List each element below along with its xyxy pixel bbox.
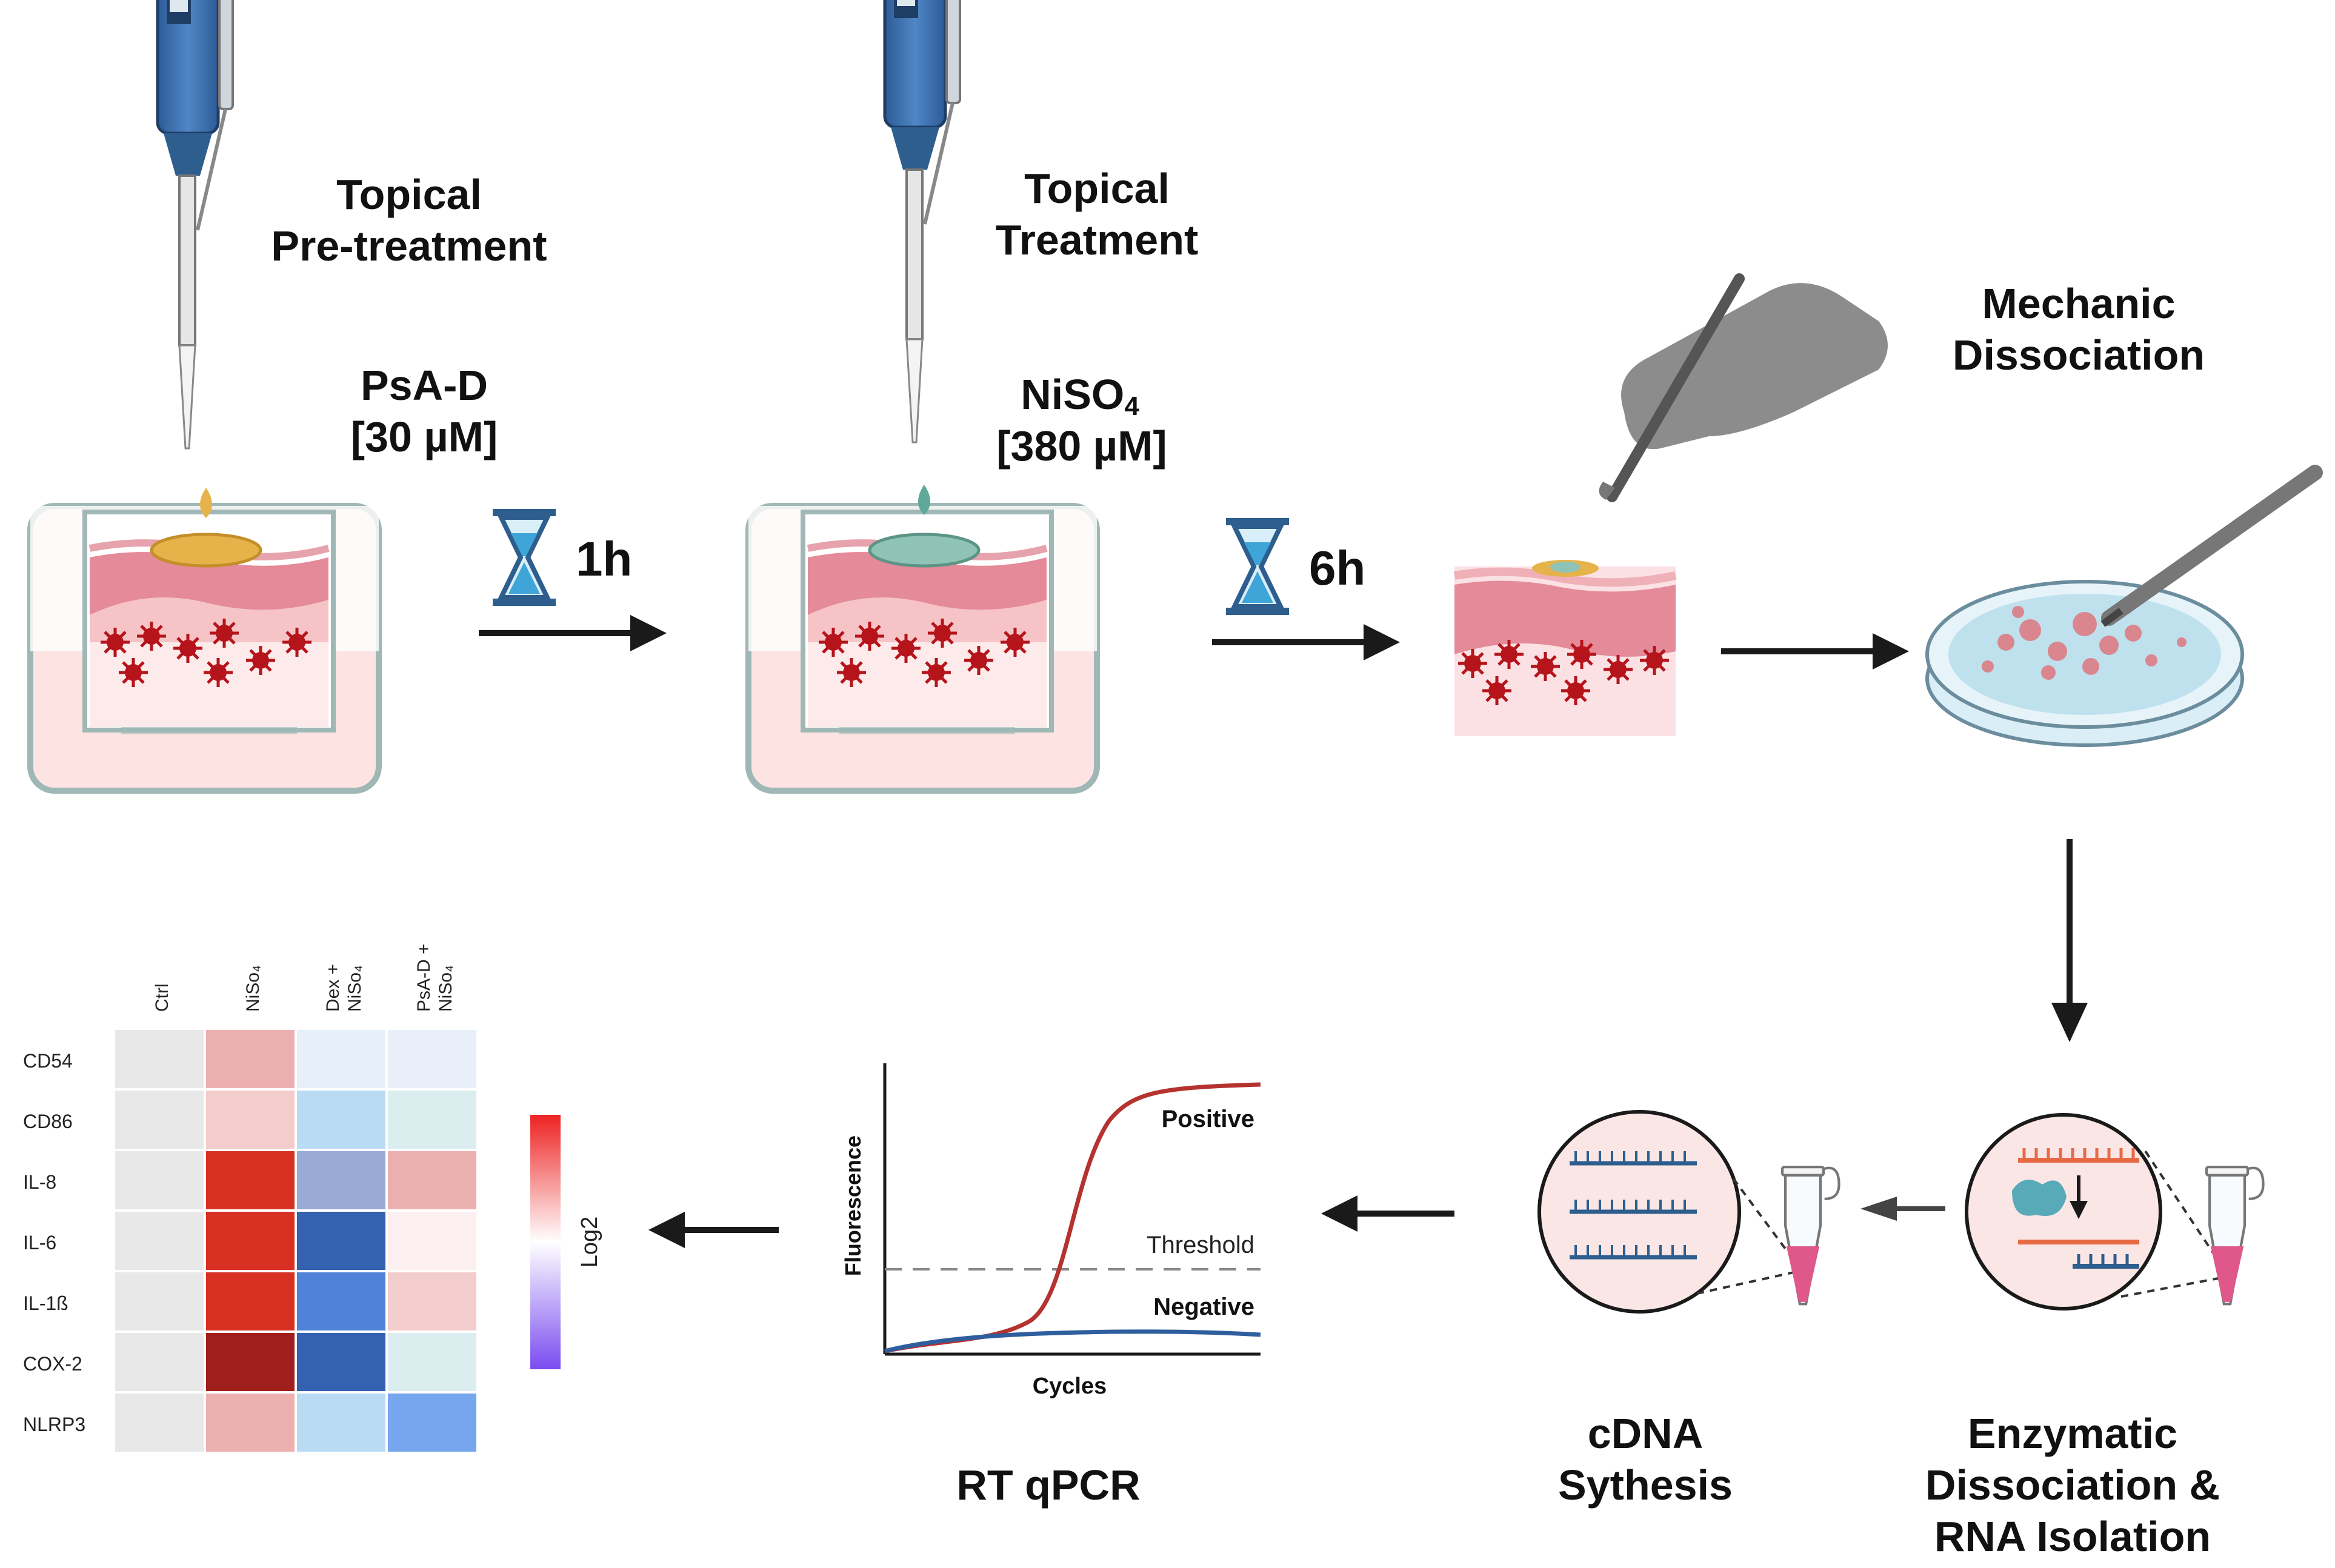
arrowhead-6 — [1321, 1195, 1357, 1232]
treatment-concentration: [380 µM] — [996, 422, 1167, 470]
heatmap-cell — [388, 1212, 476, 1270]
heatmap-cell — [297, 1394, 385, 1452]
pipette-icon — [115, 0, 233, 448]
rt-qpcr-plot: Positive Threshold Negative Fluorescence… — [841, 1063, 1261, 1399]
log2-legend-label: Log2 — [577, 1217, 602, 1268]
arrowhead-4 — [2051, 1003, 2088, 1042]
qpcr-threshold-label: Threshold — [1147, 1232, 1254, 1258]
heatmap-row-label: CD54 — [23, 1050, 73, 1072]
heatmap-cell — [206, 1394, 295, 1452]
qpcr-negative-curve — [884, 1329, 1261, 1354]
heatmap-cell — [206, 1091, 295, 1149]
cdna-title-line2: Sythesis — [1558, 1461, 1733, 1509]
enzymatic-title-line2: Dissociation & — [1925, 1461, 2220, 1509]
transwell-insert-pretreatment — [27, 503, 382, 794]
treatment-title-line2: Treatment — [996, 216, 1199, 264]
heatmap-column-label: Dex + — [323, 964, 343, 1012]
cdna-synthesis-icon — [1537, 1110, 1795, 1314]
psa-d-droplet-on-tissue — [150, 533, 262, 568]
qpcr-positive-label: Positive — [1162, 1106, 1254, 1132]
heatmap-cell — [115, 1030, 204, 1088]
heatmap-row-label: NLRP3 — [23, 1414, 85, 1435]
heatmap-cell — [115, 1151, 204, 1209]
heatmap-cell — [206, 1030, 295, 1088]
heatmap-column-label: NiSo₄ — [436, 965, 456, 1012]
arrowhead-2 — [1364, 624, 1400, 660]
heatmap-cell — [297, 1272, 385, 1330]
psa-d-drop-icon — [200, 488, 212, 518]
cdna-title-line1: cDNA — [1588, 1410, 1704, 1457]
niso4-drop-icon — [918, 485, 930, 515]
gloved-hand-scalpel-icon — [1599, 273, 1888, 502]
pretreatment-title-line2: Pre-treatment — [271, 222, 547, 270]
heatmap-column-label: PsA-D + — [414, 943, 434, 1012]
wait-1h: 1h — [576, 532, 632, 586]
heatmap-cell — [297, 1030, 385, 1088]
heatmap-cell — [206, 1151, 295, 1209]
qpcr-y-axis-label: Fluorescence — [841, 1135, 865, 1276]
heatmap-cell — [388, 1394, 476, 1452]
transwell-insert-treatment — [745, 503, 1100, 794]
heatmap-cell — [115, 1091, 204, 1149]
heatmap-row-label: IL-1ß — [23, 1292, 68, 1314]
pretreatment-title-line1: Topical — [336, 171, 482, 218]
heatmap-cell — [115, 1333, 204, 1391]
heatmap-column-label: NiSo₄ — [345, 965, 365, 1012]
heatmap-column-label: Ctrl — [152, 983, 172, 1012]
heatmap-cell — [297, 1333, 385, 1391]
arrowhead-3 — [1873, 633, 1909, 669]
enzymatic-title-line3: RNA Isolation — [1934, 1513, 2211, 1560]
pretreatment-compound: PsA-D — [361, 362, 488, 409]
heatmap-cell — [297, 1091, 385, 1149]
heatmap-row-label: IL-6 — [23, 1232, 56, 1254]
mechanic-title-line2: Dissociation — [1953, 331, 2205, 379]
microtube-icon — [2207, 1167, 2263, 1304]
heatmap-cell — [388, 1272, 476, 1330]
arrowhead-5 — [1860, 1197, 1897, 1221]
petri-dish-icon — [1925, 465, 2323, 747]
heatmap-cell — [115, 1394, 204, 1452]
arrowhead-1 — [630, 615, 667, 651]
heatmap-cell — [206, 1272, 295, 1330]
enzymatic-title-line1: Enzymatic — [1968, 1410, 2177, 1457]
arrowhead-7 — [648, 1212, 685, 1248]
wait-6h: 6h — [1309, 541, 1365, 595]
heatmap-row-label: IL-8 — [23, 1171, 56, 1193]
heatmap-cell — [297, 1212, 385, 1270]
mechanic-title-line1: Mechanic — [1982, 280, 2176, 327]
heatmap-row-label: COX-2 — [23, 1353, 82, 1375]
hourglass-icon — [493, 509, 556, 606]
heatmap-cell — [388, 1030, 476, 1088]
treatment-compound: NiSO4 — [1021, 371, 1139, 421]
microtube-icon-cdna — [1782, 1167, 1839, 1304]
pretreatment-concentration: [30 µM] — [351, 413, 498, 460]
heatmap-cell — [206, 1333, 295, 1391]
enzyme-icon — [2012, 1180, 2067, 1216]
qpcr-negative-label: Negative — [1153, 1294, 1254, 1320]
heatmap-cell — [206, 1212, 295, 1270]
heatmap-cell — [388, 1333, 476, 1391]
heatmap-cell — [297, 1151, 385, 1209]
rna-isolation-icon — [1965, 1113, 2219, 1311]
treatment-title-line1: Topical — [1024, 165, 1170, 212]
qpcr-x-axis-label: Cycles — [1033, 1374, 1107, 1399]
log2-color-legend — [530, 1115, 561, 1369]
tissue-explant — [1453, 560, 1677, 736]
heatmap-row-label: CD86 — [23, 1111, 73, 1132]
rt-qpcr-title: RT qPCR — [956, 1461, 1140, 1509]
heatmap-cell — [115, 1212, 204, 1270]
heatmap-cell — [115, 1272, 204, 1330]
heatmap-cell — [388, 1151, 476, 1209]
heatmap-cell — [388, 1091, 476, 1149]
pipette-icon-treatment — [842, 0, 960, 442]
heatmap-column-label: NiSo₄ — [243, 965, 263, 1012]
hourglass-icon-2 — [1226, 518, 1289, 615]
